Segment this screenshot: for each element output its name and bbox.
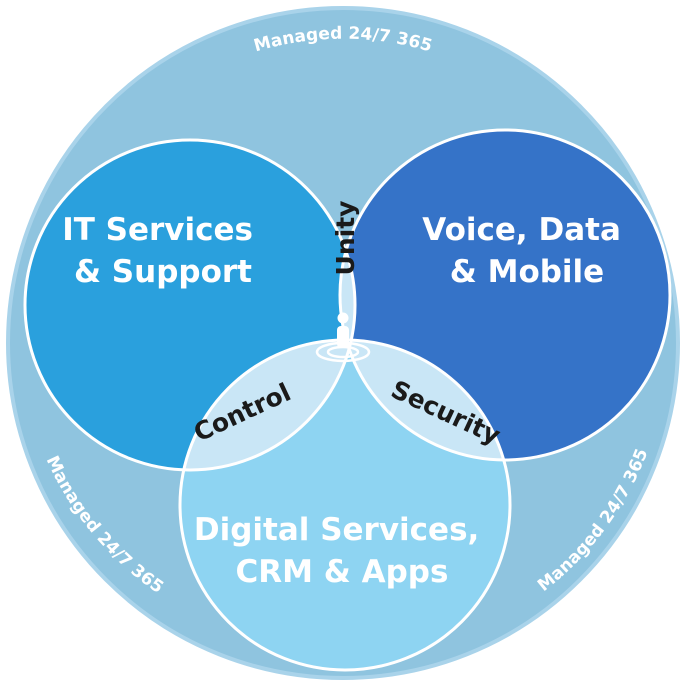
overlap-control xyxy=(180,340,355,470)
overlap-label-unity: Unity xyxy=(331,201,360,276)
overlap-security xyxy=(340,340,510,460)
voice-data-label: Voice, Data & Mobile xyxy=(422,212,631,290)
it-services-label: IT Services & Support xyxy=(62,212,264,290)
digital-services-label: Digital Services, CRM & Apps xyxy=(194,512,490,590)
person-target-icon xyxy=(315,312,371,363)
